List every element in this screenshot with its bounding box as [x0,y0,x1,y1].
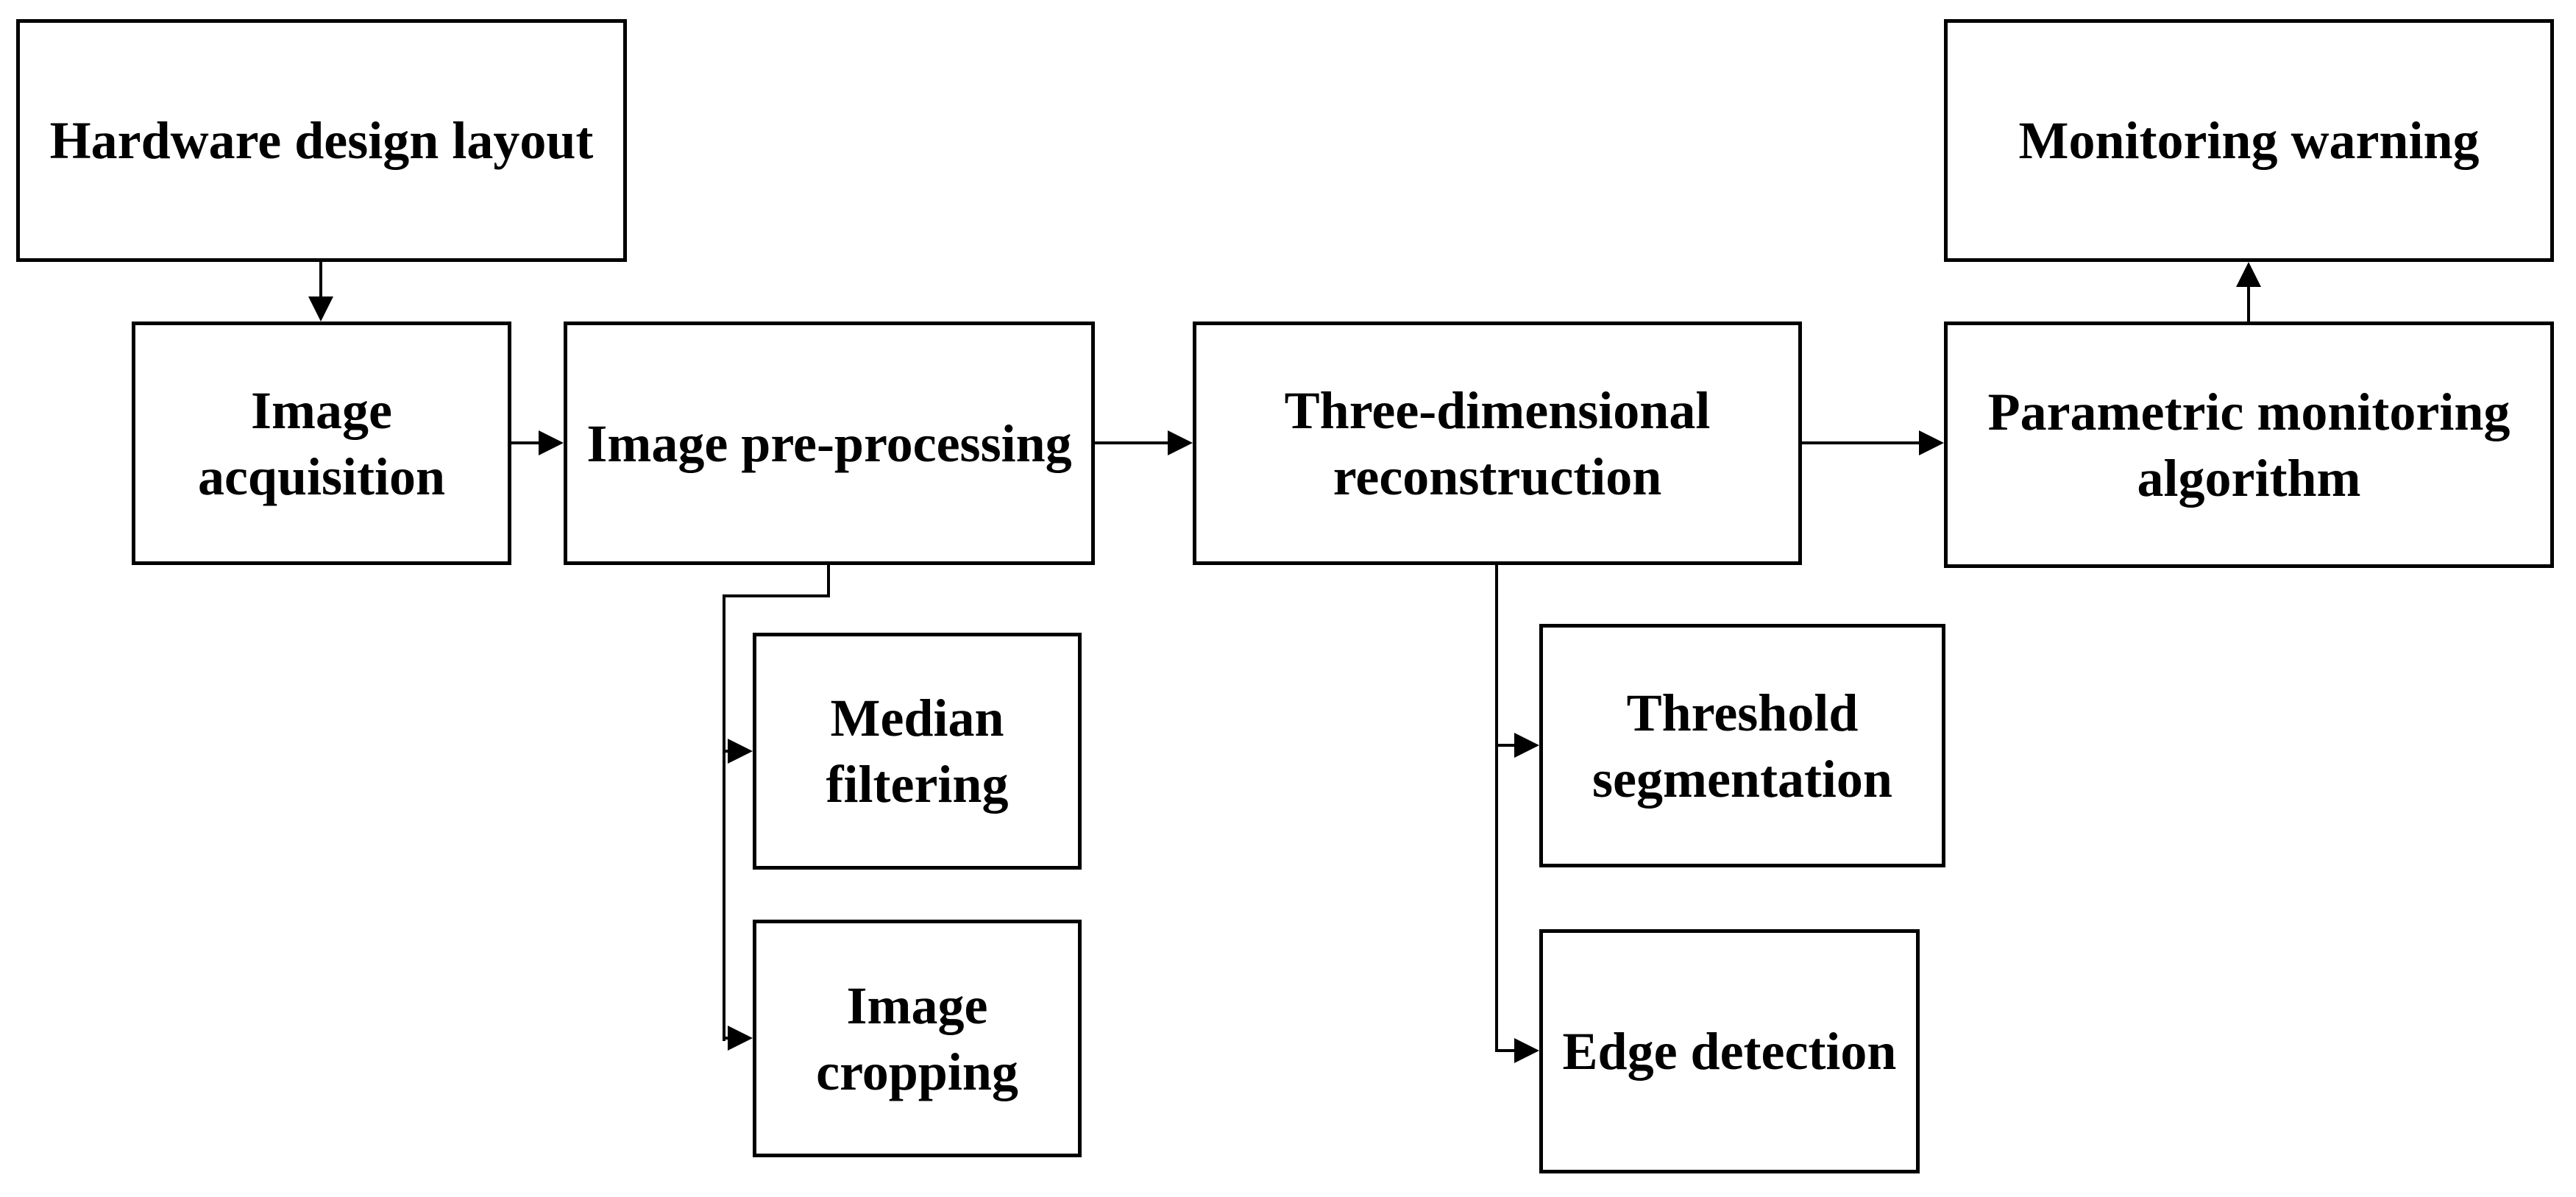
node-threshold-segmentation: Threshold segmentation [1539,624,1945,867]
node-monitoring-warning: Monitoring warning [1944,19,2554,262]
arrowhead-right-icon [728,739,753,764]
edge-hardware-to-acquisition-line [319,262,322,299]
edge-reconstruction-branch-trunk-line [1495,565,1498,1052]
edge-reconstruction-to-parametric-line [1801,441,1920,444]
node-median-filtering: Median filtering [753,633,1082,870]
edge-parametric-to-warning-line [2247,285,2250,322]
node-hardware-design-layout: Hardware design layout [16,19,627,262]
arrowhead-right-icon [728,1026,753,1051]
arrowhead-right-icon [1514,1038,1539,1063]
node-image-cropping: Image cropping [753,920,1082,1157]
arrowhead-right-icon [1919,430,1944,455]
edge-preprocessing-branch-stub-line [827,565,830,597]
arrowhead-right-icon [539,430,564,455]
node-edge-detection: Edge detection [1539,929,1920,1173]
arrowhead-down-icon [308,296,333,322]
edge-branch-to-threshold-segmentation-line [1497,744,1516,747]
node-parametric-monitoring-algorithm: Parametric monitoring algorithm [1944,322,2554,568]
node-image-acquisition: Image acquisition [132,322,511,565]
edge-acquisition-to-preprocessing-line [511,441,543,444]
node-image-pre-processing: Image pre-processing [564,322,1095,565]
edge-branch-to-edge-detection-line [1497,1049,1516,1052]
arrowhead-up-icon [2236,262,2261,287]
arrowhead-right-icon [1168,430,1193,455]
node-three-dimensional-reconstruction: Three-dimensional reconstruction [1193,322,1802,565]
edge-preprocessing-branch-jog-line [723,594,830,597]
edge-preprocessing-to-reconstruction-line [1094,441,1169,444]
arrowhead-right-icon [1514,733,1539,758]
edge-preprocessing-branch-trunk-line [723,594,725,1041]
